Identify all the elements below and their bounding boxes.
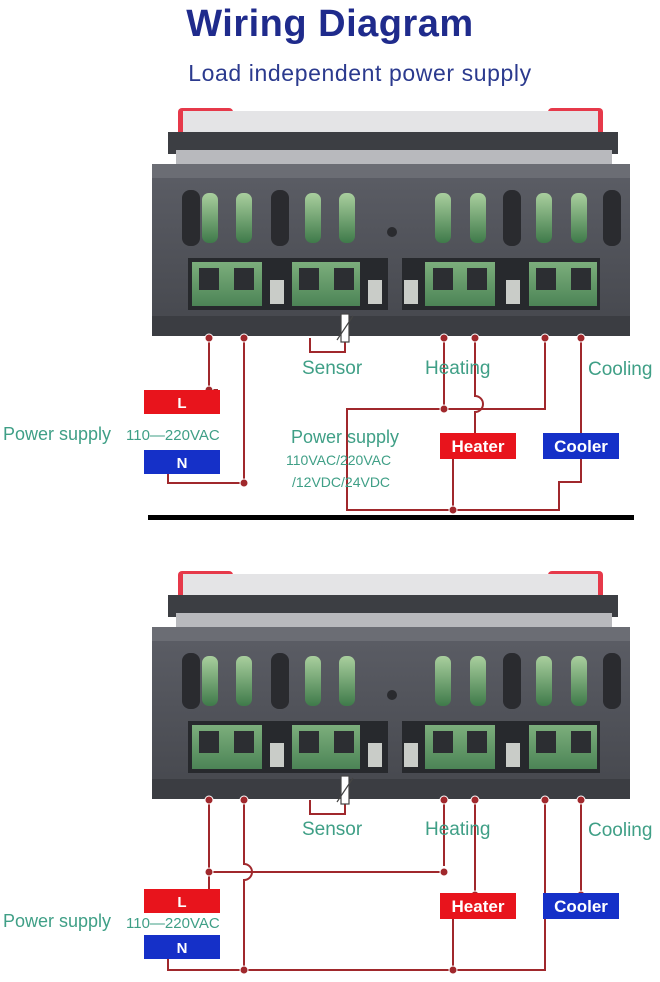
controller-unit-1 <box>152 108 630 336</box>
heating-label-2: Heating <box>425 819 491 840</box>
section-divider <box>148 515 634 520</box>
heating-label-1: Heating <box>425 358 491 379</box>
load-supply-dc-1: /12VDC/24VDC <box>292 474 390 490</box>
cooler-box-2 <box>543 893 619 919</box>
load-supply-ac-1: 110VAC/220VAC <box>286 452 391 468</box>
load-supply-label-1: Power supply <box>291 427 399 447</box>
sensor-resistor-1 <box>336 313 354 343</box>
power-supply-label-2: Power supply <box>3 911 111 931</box>
power-supply-label-1: Power supply <box>3 424 111 444</box>
heater-box-1 <box>440 433 516 459</box>
power-supply-range-2: 110—220VAC <box>126 915 220 932</box>
neutral-label-1: N <box>177 455 188 472</box>
page-subtitle: Load independent power supply <box>188 60 532 86</box>
cooler-box-1 <box>543 433 619 459</box>
power-supply-range-1: 110—220VAC <box>126 427 220 444</box>
cooler-label-2: Cooler <box>554 897 608 916</box>
heater-box-2 <box>440 893 516 919</box>
cooling-label-1: Cooling <box>588 359 652 380</box>
controller-unit-2 <box>152 571 630 799</box>
heater-label-2: Heater <box>452 897 505 916</box>
cooling-label-2: Cooling <box>588 820 652 841</box>
page-title: Wiring Diagram <box>186 3 474 45</box>
sensor-label-2: Sensor <box>302 819 363 840</box>
live-label-1: L <box>177 395 186 412</box>
neutral-terminal-box-1 <box>144 450 220 474</box>
live-terminal-box-2 <box>144 889 220 913</box>
sensor-resistor-2 <box>336 775 354 805</box>
neutral-terminal-box-2 <box>144 935 220 959</box>
cooler-label-1: Cooler <box>554 437 608 456</box>
wires-1 <box>167 338 582 511</box>
live-terminal-box-1 <box>144 390 220 414</box>
junction-dots-2 <box>204 795 586 975</box>
neutral-label-2: N <box>177 940 188 957</box>
junction-dots-1 <box>204 333 586 515</box>
live-label-2: L <box>177 894 186 911</box>
heater-label-1: Heater <box>452 437 505 456</box>
diagram2: Sensor Heating Cooling L N Power supply … <box>3 571 652 975</box>
sensor-label-1: Sensor <box>302 358 363 379</box>
diagram1: Sensor Heating Cooling L N Power supply … <box>3 108 652 515</box>
wires-2 <box>167 800 582 971</box>
